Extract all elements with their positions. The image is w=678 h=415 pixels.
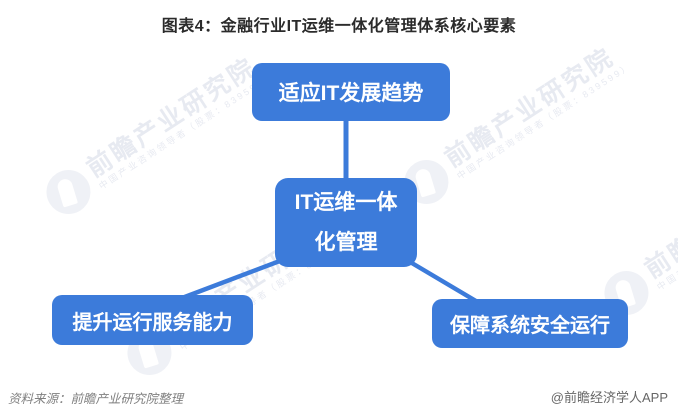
- node-label: 提升运行服务能力: [72, 311, 233, 334]
- source-note: 资料来源：前瞻产业研究院整理: [8, 392, 184, 406]
- connector-center-bottomright: [398, 254, 483, 306]
- node-label-line1: IT运维一体: [294, 190, 398, 214]
- node-label-line2: 化管理: [314, 230, 378, 254]
- node-improve-service-capability: 提升运行服务能力: [52, 295, 253, 345]
- node-label: 保障系统安全运行: [450, 315, 610, 337]
- connector-center-bottomleft: [181, 253, 294, 301]
- node-ensure-system-safety: 保障系统安全运行: [432, 299, 628, 348]
- node-it-ops-integrated-management: IT运维一体 化管理: [275, 178, 417, 267]
- attribution-note: @前瞻经济学人APP: [550, 390, 668, 405]
- figure-title: 图表4：金融行业IT运维一体化管理体系核心要素: [161, 18, 517, 35]
- node-label: 适应IT发展趋势: [278, 82, 424, 105]
- node-adapt-it-trends: 适应IT发展趋势: [252, 63, 450, 121]
